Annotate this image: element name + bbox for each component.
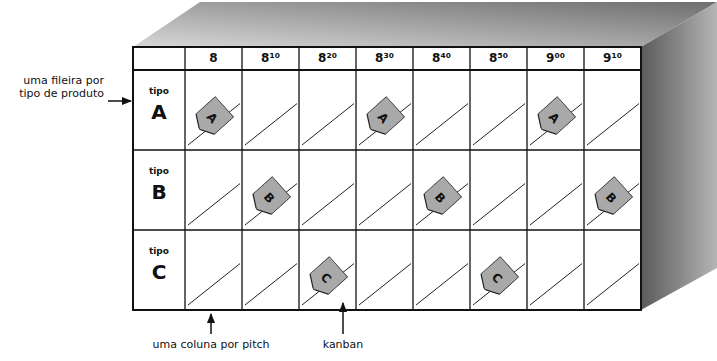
card-letter: A [203,110,220,126]
column-line [298,47,299,310]
time-pitch: 9⁰⁰ [527,47,584,70]
row-line [133,149,641,150]
kanban-slot [530,264,582,305]
type-caption: tipo [133,164,185,178]
card-letter: C [489,270,505,286]
type-letter: B [133,179,185,205]
card-letter: A [374,110,391,126]
kanban-slot [587,104,639,145]
column-line [355,47,356,310]
kanban-slot [473,104,525,145]
table-frame [133,47,641,310]
row-line [133,229,641,230]
type-caption: tipo [133,84,185,98]
table-grid [133,47,641,310]
box-side-face [641,2,717,310]
box-top-face [133,2,717,47]
column-note: uma coluna por pitch [141,336,281,354]
type-caption: tipo [133,244,185,258]
column-line [583,47,584,310]
column-arrow [210,314,212,334]
kanban-slot [416,264,468,305]
column-line [184,47,185,310]
column-line [241,47,242,310]
kanban-slot [473,184,525,225]
kanban-slot [188,184,240,225]
card-letter: B [432,190,449,206]
kanban-arrow [342,303,344,334]
kanban-note: kanban [303,336,383,354]
column-line [526,47,527,310]
row-note: uma fileira por tipo de produto [4,64,104,110]
kanban-slot [530,184,582,225]
kanban-slot [245,264,297,305]
kanban-slot [416,104,468,145]
time-pitch: 8 [185,47,242,70]
column-line [469,47,470,310]
kanban-slot [302,184,354,225]
card-letter: B [603,190,620,206]
kanban-slot [587,264,639,305]
type-letter: A [133,99,185,125]
time-pitch: 8¹⁰ [242,47,299,70]
card-letter: B [261,190,278,206]
column-line [412,47,413,310]
kanban-slot [359,264,411,305]
row-arrow [108,100,131,102]
kanban-slot [188,264,240,305]
time-pitch: 8⁵⁰ [470,47,527,70]
kanban-slot [245,104,297,145]
time-pitch: 8³⁰ [356,47,413,70]
kanban-slot [302,104,354,145]
time-pitch: 8²⁰ [299,47,356,70]
kanban-slot [359,184,411,225]
time-pitch: 8⁴⁰ [413,47,470,70]
card-letter: A [545,110,562,126]
type-letter: C [133,259,185,285]
row-line [133,69,641,71]
card-letter: C [318,270,334,286]
time-pitch: 9¹⁰ [584,47,641,70]
